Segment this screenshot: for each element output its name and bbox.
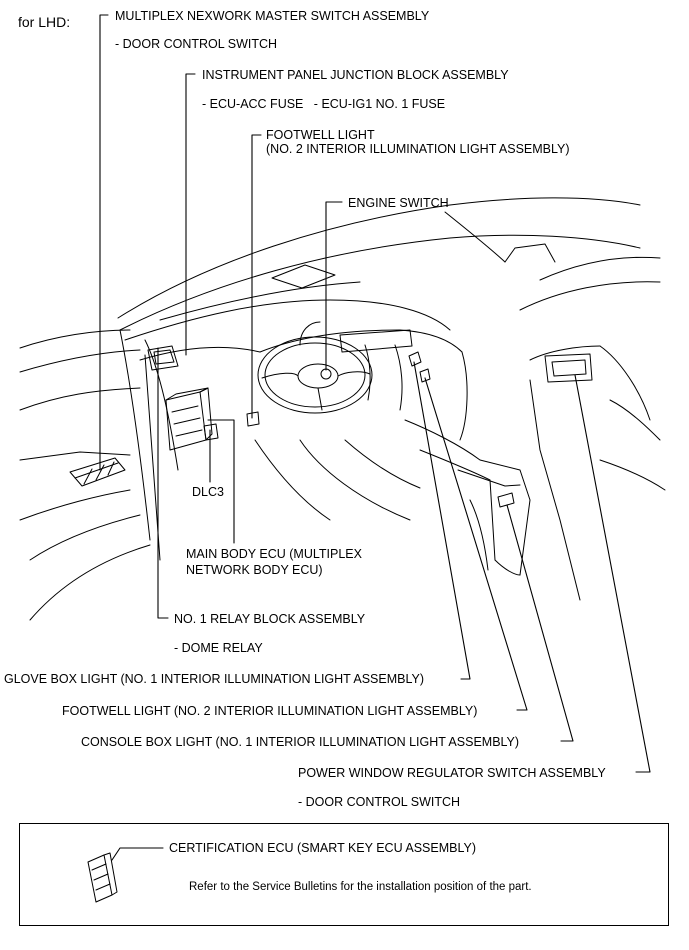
label-relay-block: NO. 1 RELAY BLOCK ASSEMBLY — [174, 612, 366, 626]
label-power-window-switch: POWER WINDOW REGULATOR SWITCH ASSEMBLY — [298, 766, 606, 780]
leader-certification-ecu — [111, 847, 164, 861]
leader-relay-block — [157, 347, 169, 619]
dashboard-outline — [117, 197, 641, 576]
label-door-control-switch-1: - DOOR CONTROL SWITCH — [115, 37, 278, 51]
note-box — [19, 823, 669, 926]
right-door — [519, 256, 666, 601]
leader-ip-junction-block — [185, 73, 196, 356]
certification-ecu-note: Refer to the Service Bulletins for the i… — [189, 881, 532, 893]
left-door — [19, 329, 179, 621]
steering-wheel — [257, 321, 373, 414]
leader-glove-box-light — [413, 361, 471, 680]
label-footwell-light-top-2: (NO. 2 INTERIOR ILLUMINATION LIGHT ASSEM… — [266, 142, 570, 156]
leader-power-window-switch — [574, 374, 651, 773]
label-dome-relay: - DOME RELAY — [174, 641, 263, 655]
certification-ecu-label: CERTIFICATION ECU (SMART KEY ECU ASSEMBL… — [169, 841, 477, 855]
note-box-graphics — [87, 847, 164, 903]
label-main-body-ecu-1: MAIN BODY ECU (MULTIPLEX — [186, 547, 362, 561]
leader-footwell-light-top — [251, 134, 262, 419]
label-dlc3: DLC3 — [192, 485, 224, 499]
label-footwell-light-top-1: FOOTWELL LIGHT — [266, 128, 375, 142]
label-glove-box-light: GLOVE BOX LIGHT (NO. 1 INTERIOR ILLUMINA… — [4, 672, 425, 686]
label-ip-junction-block: INSTRUMENT PANEL JUNCTION BLOCK ASSEMBLY — [202, 68, 509, 82]
label-console-box-light: CONSOLE BOX LIGHT (NO. 1 INTERIOR ILLUMI… — [81, 735, 520, 749]
certification-ecu-icon — [87, 852, 118, 903]
leader-console-box-light — [506, 504, 574, 742]
leader-lines — [99, 14, 651, 773]
leader-main-body-ecu — [207, 419, 235, 544]
leader-multiplex-master-switch — [99, 14, 109, 471]
label-door-control-switch-2: - DOOR CONTROL SWITCH — [298, 795, 461, 809]
leader-engine-switch — [325, 201, 343, 371]
label-multiplex-master-switch: MULTIPLEX NEXWORK MASTER SWITCH ASSEMBLY — [115, 9, 430, 23]
label-engine-switch: ENGINE SWITCH — [348, 196, 449, 210]
variant-label: for LHD: — [18, 14, 71, 30]
label-main-body-ecu-2: NETWORK BODY ECU) — [186, 563, 323, 577]
leader-footwell-light-bottom — [424, 377, 528, 711]
left-components — [147, 345, 332, 451]
label-fuses: - ECU-ACC FUSE - ECU-IG1 NO. 1 FUSE — [202, 97, 446, 111]
label-footwell-light-bottom: FOOTWELL LIGHT (NO. 2 INTERIOR ILLUMINAT… — [62, 704, 478, 718]
right-components — [408, 351, 515, 508]
